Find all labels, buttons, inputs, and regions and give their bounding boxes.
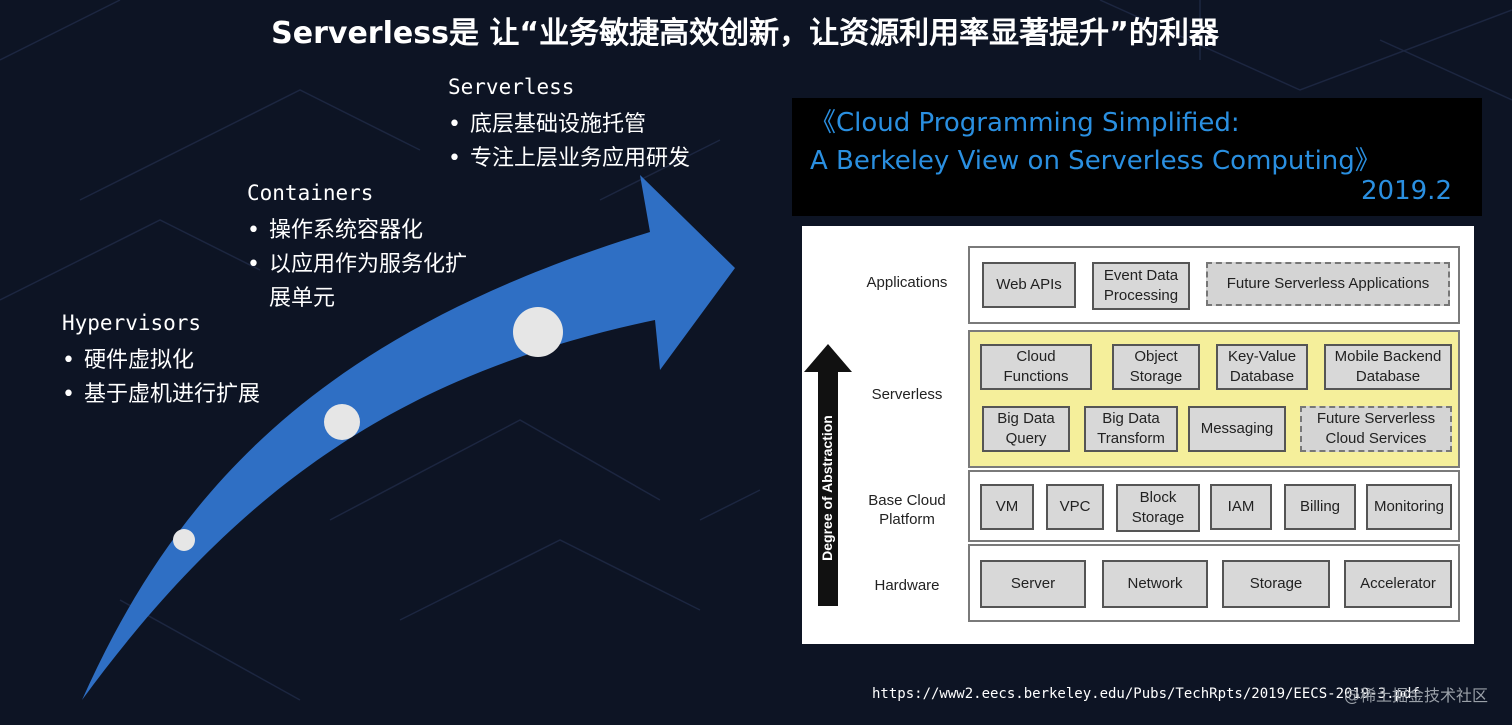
serverless-box: Object Storage bbox=[1112, 344, 1200, 390]
hardware-box: Storage bbox=[1222, 560, 1330, 608]
paper-title-panel: 《Cloud Programming Simplified: A Berkele… bbox=[792, 98, 1482, 216]
layer-base-cloud bbox=[968, 470, 1460, 542]
serverless-box: Mobile Backend Database bbox=[1324, 344, 1452, 390]
base-box: Monitoring bbox=[1366, 484, 1452, 530]
stage-serverless: Serverless 底层基础设施托管 专注上层业务应用研发 bbox=[448, 70, 690, 176]
serverless-box: Cloud Functions bbox=[980, 344, 1092, 390]
layer-label: Serverless bbox=[871, 386, 943, 403]
stage-heading: Serverless bbox=[448, 75, 575, 99]
serverless-box: Messaging bbox=[1188, 406, 1286, 452]
hardware-box: Server bbox=[980, 560, 1086, 608]
base-box: VPC bbox=[1046, 484, 1104, 530]
base-box: Block Storage bbox=[1116, 484, 1200, 532]
serverless-box: Big Data Query bbox=[982, 406, 1070, 452]
page-title: Serverless是 让“业务敏捷高效创新，让资源利用率显著提升”的利器 bbox=[271, 16, 1219, 51]
source-url[interactable]: https://www2.eecs.berkeley.edu/Pubs/Tech… bbox=[872, 686, 1420, 702]
stage-bullet: 操作系统容器化 bbox=[247, 214, 467, 248]
future-serverless-box: Future Serverless Cloud Services bbox=[1300, 406, 1452, 452]
stage-bullet: 基于虚机进行扩展 bbox=[62, 378, 260, 412]
abstraction-figure: Degree of Abstraction Applications Web A… bbox=[802, 226, 1474, 644]
stage-bullet: 硬件虚拟化 bbox=[62, 344, 260, 378]
layer-applications bbox=[968, 246, 1460, 324]
stage-bullet-continuation: 展单元 bbox=[269, 286, 336, 311]
stage-bullet: 底层基础设施托管 bbox=[448, 108, 690, 142]
serverless-box: Key-Value Database bbox=[1216, 344, 1308, 390]
stage-containers: Containers 操作系统容器化 以应用作为服务化扩 展单元 bbox=[247, 176, 467, 316]
evolution-arrow bbox=[82, 175, 735, 700]
stage-dot-containers bbox=[324, 404, 360, 440]
paper-title-line2: A Berkeley View on Serverless Computing》 bbox=[810, 146, 1381, 176]
axis-label: Degree of Abstraction bbox=[819, 415, 835, 561]
app-box: Event Data Processing bbox=[1092, 262, 1190, 310]
layer-label: Applications bbox=[866, 274, 948, 291]
base-box: VM bbox=[980, 484, 1034, 530]
hardware-box: Accelerator bbox=[1344, 560, 1452, 608]
base-box: IAM bbox=[1210, 484, 1272, 530]
paper-title-line1: 《Cloud Programming Simplified: bbox=[810, 108, 1240, 138]
stage-dot-hypervisors bbox=[173, 529, 195, 551]
future-app-box: Future Serverless Applications bbox=[1206, 262, 1450, 306]
serverless-box: Big Data Transform bbox=[1084, 406, 1178, 452]
app-box: Web APIs bbox=[982, 262, 1076, 308]
layer-label: Hardware bbox=[874, 577, 940, 594]
watermark: @稀土掘金技术社区 bbox=[1343, 686, 1488, 705]
stage-heading: Hypervisors bbox=[62, 311, 202, 335]
stage-dot-serverless bbox=[513, 307, 563, 357]
stage-hypervisors: Hypervisors 硬件虚拟化 基于虚机进行扩展 bbox=[62, 306, 260, 412]
stage-bullet: 以应用作为服务化扩 bbox=[247, 248, 467, 282]
stage-heading: Containers bbox=[247, 181, 374, 205]
layer-label: Base Cloud Platform bbox=[868, 492, 946, 528]
abstraction-arrow-icon bbox=[804, 344, 852, 606]
layer-hardware bbox=[968, 544, 1460, 622]
paper-date: 2019.2 bbox=[1361, 176, 1452, 206]
hardware-box: Network bbox=[1102, 560, 1208, 608]
base-box: Billing bbox=[1284, 484, 1356, 530]
stage-bullet: 专注上层业务应用研发 bbox=[448, 142, 690, 176]
